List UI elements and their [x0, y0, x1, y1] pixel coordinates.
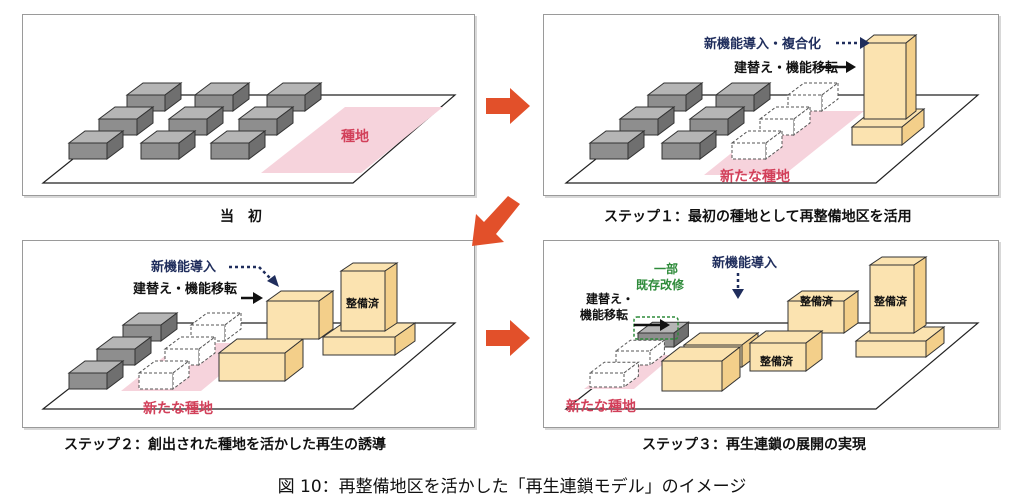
step1-buildings: [588, 82, 840, 160]
step2-seed-label: 新たな種地: [143, 400, 213, 417]
step3-partial-line1: 一部: [654, 261, 678, 276]
step3-rebuild-line1: 建替え・: [585, 291, 634, 306]
blocks-step2-block-4: [67, 360, 125, 390]
blocks-step1-block-7: [660, 130, 718, 160]
step3-arrow-icon: [732, 289, 744, 299]
step1-rebuild-label: 建替え・機能移転: [734, 60, 838, 76]
flow-arrow-down-left-icon: [472, 196, 520, 246]
initial-buildings: [67, 82, 323, 160]
step1-new-building: [850, 33, 926, 147]
blocks-step1-block-2: [786, 82, 840, 112]
blocks-step1-block-6: [588, 130, 646, 160]
figure-title: 図 10：再整備地区を活かした「再生連鎖モデル」のイメージ: [277, 477, 747, 497]
caption-initial: 当 初: [220, 209, 262, 225]
step3-new-function-label: 新機能導入: [712, 255, 777, 271]
caption-step1: ステップ１：最初の種地として再整備地区を活用: [604, 209, 912, 225]
panel-initial: 種地: [22, 14, 475, 196]
blocks-step1-block-8: [730, 130, 784, 160]
blocks-initial-block-7: [139, 130, 197, 160]
step2-new-buildings: [217, 262, 417, 383]
blocks-step3-block-1: [614, 339, 666, 367]
step1-rebuild-arrow-icon: [846, 61, 856, 73]
step2-new-function-label: 新機能導入: [151, 259, 216, 275]
step2-rebuild-arrow-icon: [253, 292, 263, 304]
step3-rebuild-line2: 機能移転: [580, 307, 628, 322]
step3-seed-label: 新たな種地: [566, 398, 636, 415]
step3-done-label-3: 整備済: [873, 294, 908, 308]
flow-arrow-right-icon-2: [486, 320, 530, 356]
step2-arrow-icon: [267, 275, 279, 287]
blocks-step3-block-2: [588, 361, 640, 389]
initial-illustration: 種地: [41, 82, 457, 184]
step3-new-buildings: [660, 256, 946, 393]
blocks-initial-block-2: [265, 82, 323, 112]
step1-arrow-icon: [860, 37, 870, 49]
step3-rebuild-arrow-icon: [660, 319, 670, 331]
step1-new-function-label: 新機能導入・複合化: [704, 36, 821, 52]
step1-seed-label: 新たな種地: [720, 168, 790, 185]
step3-done-label-2: 整備済: [759, 354, 794, 368]
step2-illustration: 整備済 新機能導入 建替え・機能移転 新たな種地: [41, 259, 457, 417]
blocks-step1-block-4: [688, 106, 746, 136]
blocks-initial-block-6: [67, 130, 125, 160]
step2-done-label: 整備済: [345, 296, 380, 310]
initial-seed-label: 種地: [341, 128, 369, 145]
step3-buildings: [588, 321, 690, 389]
caption-step2: ステップ２：創出された種地を活かした再生の誘導: [64, 437, 386, 453]
blocks-step2-block-1: [189, 312, 243, 342]
step2-rebuild-label: 建替え・機能移転: [133, 281, 237, 297]
step1-illustration: 新機能導入・複合化 建替え・機能移転 新たな種地: [564, 33, 980, 185]
caption-step3: ステップ３：再生連鎖の展開の実現: [642, 437, 866, 453]
blocks-initial-block-5: [237, 106, 295, 136]
step2-buildings: [67, 312, 243, 390]
step3-illustration: 整備済 整備済 整備済 新機能導入 一部 既存改修 建替え・ 機能移転 新たな種…: [564, 255, 980, 415]
panel-step1: 新機能導入・複合化 建替え・機能移転 新たな種地: [543, 14, 999, 196]
step3-done-label-1: 整備済: [799, 294, 834, 308]
blocks-step2-block-3: [163, 336, 217, 366]
panel-step2: 整備済 新機能導入 建替え・機能移転 新たな種地: [22, 240, 475, 428]
blocks-initial-block-8: [209, 130, 267, 160]
blocks-initial-block-0: [125, 82, 183, 112]
flow-arrow-right-icon: [486, 88, 530, 124]
panel-step3: 整備済 整備済 整備済 新機能導入 一部 既存改修 建替え・ 機能移転 新たな種…: [543, 240, 999, 428]
blocks-step2-block-5: [137, 360, 191, 390]
step3-partial-line2: 既存改修: [636, 277, 685, 292]
